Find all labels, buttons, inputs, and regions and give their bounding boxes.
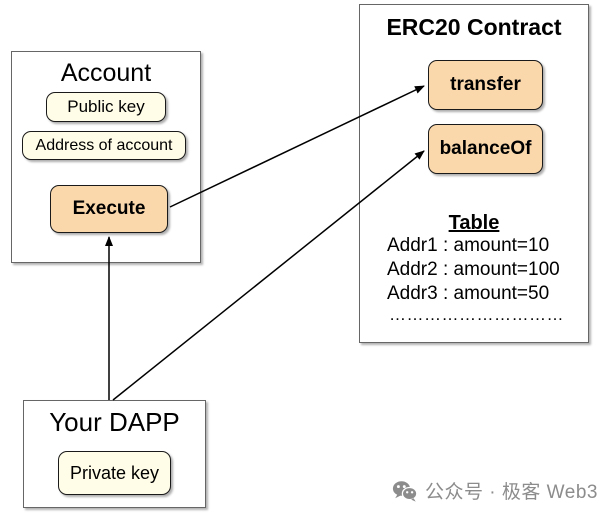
dapp-item-private-key-label: Private key [69,462,160,483]
erc20-function-balanceof[interactable]: balanceOf [428,124,543,174]
account-item-execute-label: Execute [72,198,146,219]
erc20-table-row: Addr1 : amount=10 [387,235,550,256]
erc20-table-row: Addr3 : amount=50 [387,283,550,304]
wechat-icon [392,480,418,502]
erc20-table-ellipsis: ………………………… [389,305,564,324]
dapp-item-private-key[interactable]: Private key [58,451,171,495]
account-item-public-key[interactable]: Public key [46,92,166,122]
erc20-function-balanceof-label: balanceOf [439,138,532,159]
erc20-function-transfer[interactable]: transfer [428,60,543,110]
account-title: Account [60,59,152,87]
erc20-table-title: Table [448,212,500,234]
watermark: 公众号 · 极客 Web3 [392,477,598,504]
account-item-address[interactable]: Address of account [22,131,186,160]
account-item-execute[interactable]: Execute [50,185,168,233]
account-item-address-label: Address of account [35,136,173,154]
erc20-table-row: Addr2 : amount=100 [387,259,560,280]
erc20-function-transfer-label: transfer [450,74,521,95]
erc20-title: ERC20 Contract [386,14,562,40]
account-item-public-key-label: Public key [67,97,145,116]
watermark-text: 公众号 · 极客 Web3 [425,482,598,503]
dapp-title: Your DAPP [49,407,180,437]
